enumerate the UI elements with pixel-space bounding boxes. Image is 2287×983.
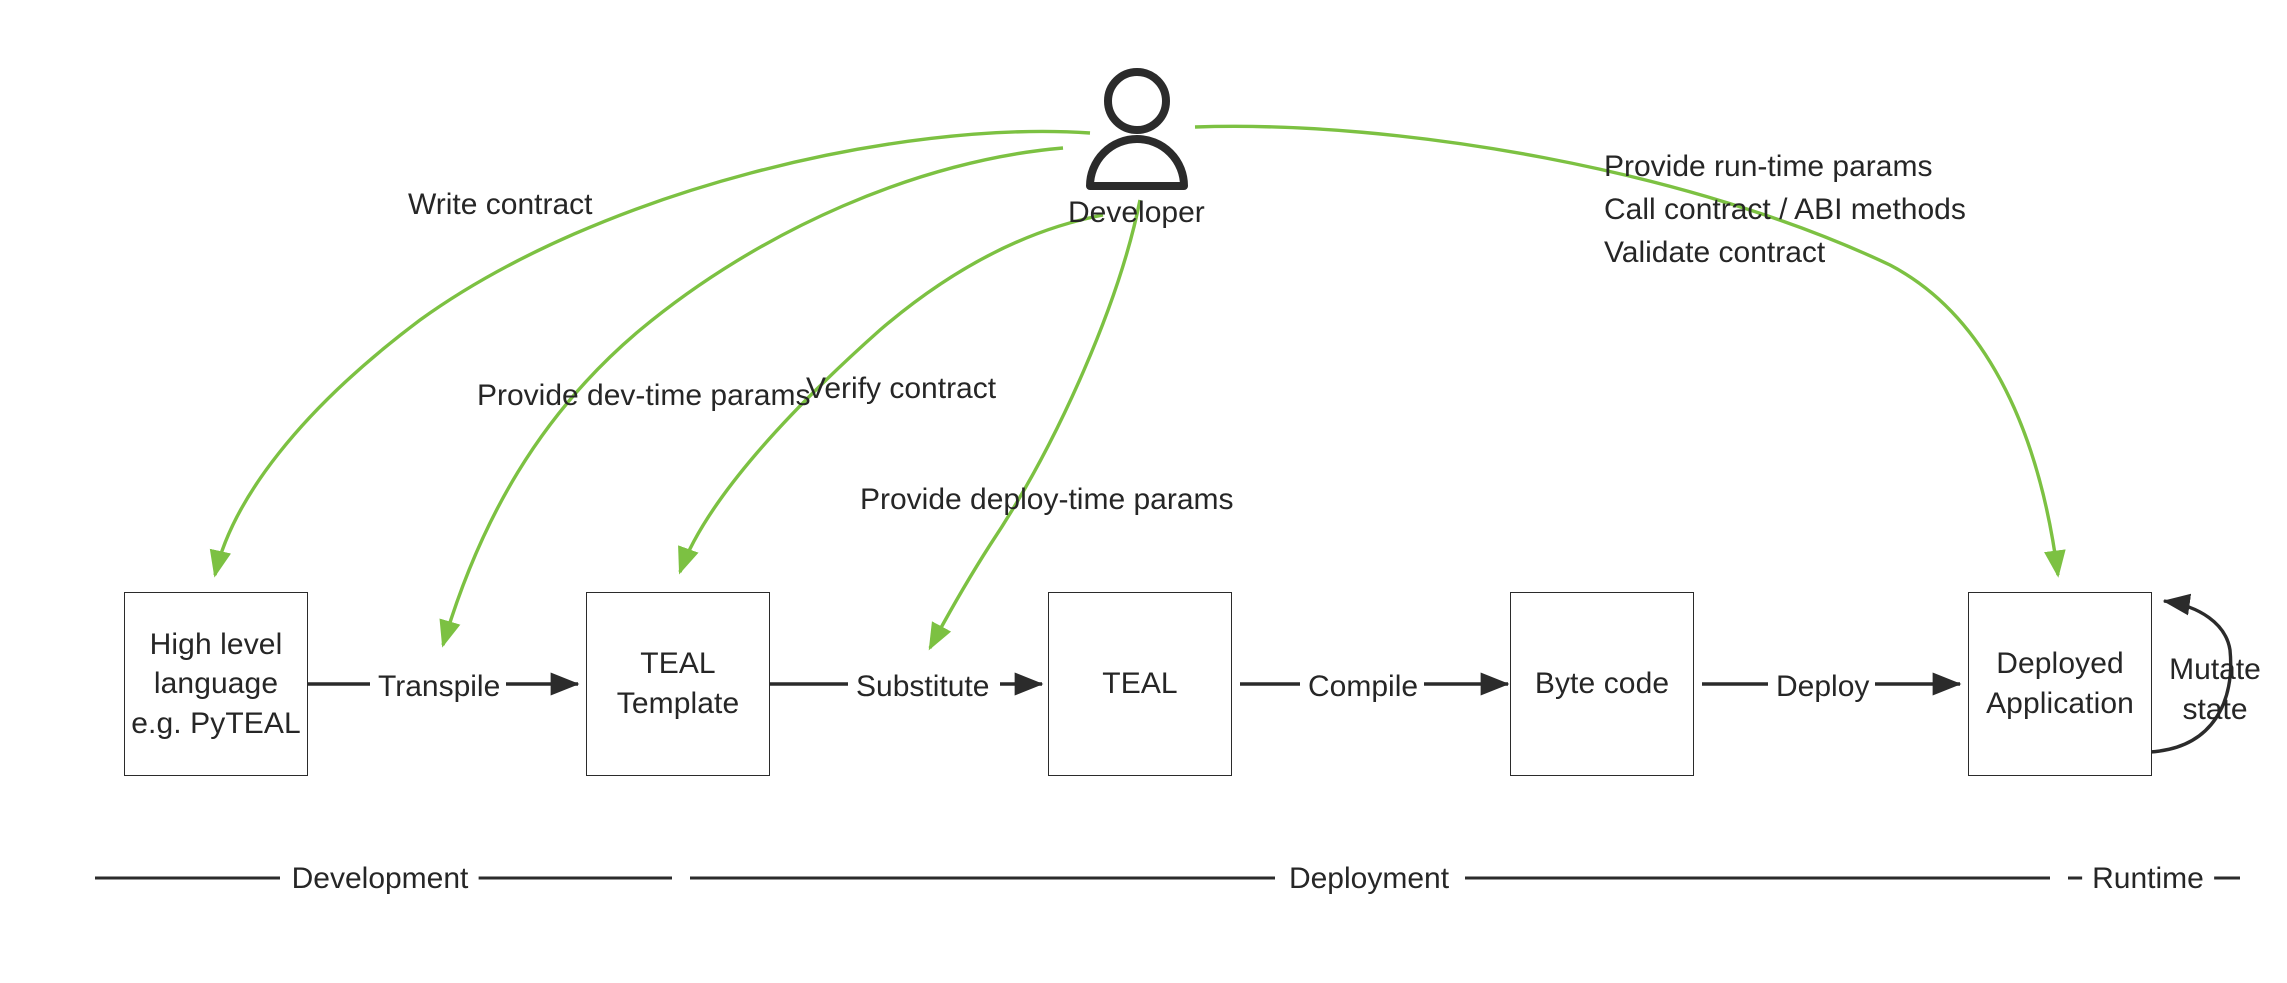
node-teal-template[interactable]: TEAL Template (586, 592, 770, 776)
phase-label-development: Development (281, 862, 479, 896)
actor-edge-provide-deploy-time-params (928, 199, 1142, 651)
phase-label-runtime: Runtime (2082, 862, 2214, 896)
node-teal[interactable]: TEAL (1048, 592, 1232, 776)
actor-edge-label-provide-dev-time-params: Provide dev-time params (477, 379, 811, 412)
edge-label-substitute: Substitute (850, 668, 996, 706)
actor-edge-verify-contract (678, 213, 1104, 575)
actor-edge-label-runtime-actions: Provide run-time params Call contract / … (1604, 152, 1966, 281)
node-high-level-language[interactable]: High level language e.g. PyTEAL (124, 592, 308, 776)
runtime-note-line-2: Call contract / ABI methods (1604, 193, 1966, 226)
actor-edge-write-contract (209, 129, 1091, 578)
node-byte-code[interactable]: Byte code (1510, 592, 1694, 776)
actor-edge-label-write-contract: Write contract (408, 188, 593, 221)
self-loop-mutate-state (2149, 593, 2233, 754)
actor-edge-runtime-actions (1194, 124, 2066, 578)
runtime-note-line-1: Provide run-time params (1604, 150, 1933, 183)
actor-edge-label-verify-contract: Verify contract (806, 372, 997, 405)
actor-label-developer: Developer (1068, 196, 1205, 229)
actor-edge-label-provide-deploy-time-params: Provide deploy-time params (860, 483, 1234, 516)
self-loop-label-mutate-state: Mutate state (2169, 653, 2261, 726)
edge-label-compile: Compile (1302, 668, 1425, 706)
node-deployed-application[interactable]: Deployed Application (1968, 592, 2152, 776)
runtime-note-line-3: Validate contract (1604, 236, 1826, 269)
phase-label-deployment: Deployment (1278, 862, 1460, 896)
edge-label-transpile: Transpile (372, 668, 507, 706)
edge-label-deploy: Deploy (1770, 668, 1876, 706)
actor-edge-provide-dev-time-params (439, 146, 1064, 648)
person-icon (1086, 68, 1188, 190)
